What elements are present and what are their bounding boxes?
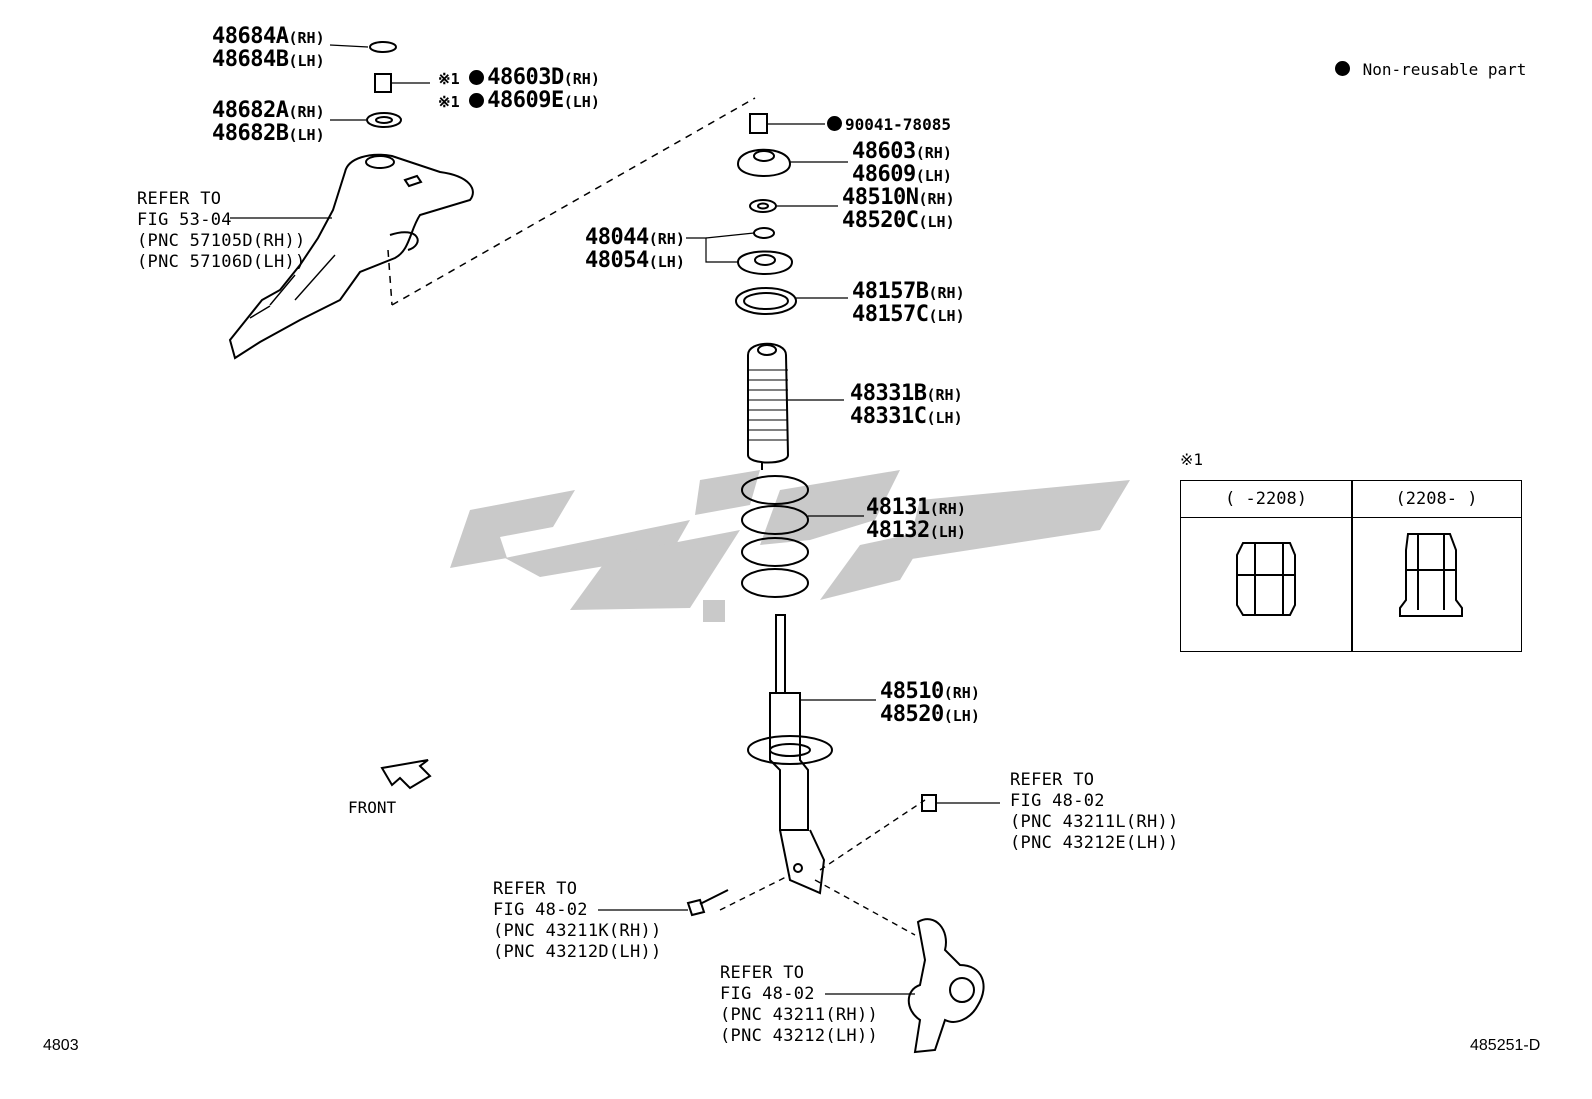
bolt-shape xyxy=(686,889,729,917)
part-label-48684: 48684A(RH) 48684B(LH) xyxy=(212,24,325,73)
dust-cap-shape xyxy=(369,41,397,53)
table-note-mark: ※1 xyxy=(1180,450,1204,469)
nut-variant-table: ( -2208) (2208- ) xyxy=(1180,480,1522,652)
figure-number: 485251-D xyxy=(1470,1037,1541,1054)
bellows-shape xyxy=(747,342,790,464)
ref-note-apron: REFER TO FIG 53-04 (PNC 57105D(RH)) (PNC… xyxy=(137,189,306,272)
insulator-shape xyxy=(735,287,797,315)
piston-rod-shape xyxy=(775,614,786,694)
ref-note-knuckle: REFER TO FIG 48-02 (PNC 43211(RH)) (PNC … xyxy=(720,963,879,1046)
mount-shape xyxy=(736,148,792,177)
non-reusable-dot-icon xyxy=(827,116,842,131)
part-label-90041: 90041-78085 xyxy=(827,116,951,134)
non-reusable-dot-icon xyxy=(1335,61,1350,76)
lock-nut-shape xyxy=(749,113,768,134)
front-label: FRONT xyxy=(348,798,397,817)
nut-icon-old xyxy=(1236,542,1296,616)
legend-non-reusable: Non-reusable part xyxy=(1335,61,1526,79)
non-reusable-dot-icon xyxy=(469,93,485,109)
steering-knuckle-shape xyxy=(907,918,985,1054)
washer-shape xyxy=(749,199,777,213)
ref-note-lower-nut: REFER TO FIG 48-02 (PNC 43211L(RH)) (PNC… xyxy=(1010,770,1179,853)
part-label-48157: 48157B(RH) 48157C(LH) xyxy=(852,279,965,328)
front-arrow-icon xyxy=(380,759,432,790)
nut-ring-shape xyxy=(374,73,392,93)
part-label-48603D: ※1 48603D(RH) ※1 48609E(LH) xyxy=(438,65,600,114)
watermark-logo xyxy=(450,470,1130,622)
part-label-48044: 48044(RH) 48054(LH) xyxy=(585,225,685,274)
non-reusable-dot-icon xyxy=(469,70,485,85)
shock-absorber-shape xyxy=(769,692,809,831)
apron-panel-shape xyxy=(228,153,474,360)
legend-label: Non-reusable part xyxy=(1362,60,1527,79)
table-header-old: ( -2208) xyxy=(1181,481,1351,518)
part-label-48510N: 48510N(RH) 48520C(LH) xyxy=(842,185,955,234)
part-label-48682: 48682A(RH) 48682B(LH) xyxy=(212,98,325,147)
page-code: 4803 xyxy=(43,1037,79,1054)
ref-note-bolt: REFER TO FIG 48-02 (PNC 43211K(RH)) (PNC… xyxy=(493,879,662,962)
spring-seat-shape xyxy=(736,250,794,275)
part-label-48331: 48331B(RH) 48331C(LH) xyxy=(850,381,963,430)
nut-icon-new xyxy=(1399,533,1463,617)
bearing-shape xyxy=(366,112,402,128)
part-label-48131: 48131(RH) 48132(LH) xyxy=(866,495,966,544)
table-header-new: (2208- ) xyxy=(1352,481,1521,518)
part-label-48603: 48603(RH) 48609(LH) xyxy=(852,139,952,188)
coil-spring-shape xyxy=(741,475,809,598)
table-divider xyxy=(1351,481,1353,651)
lower-nut-shape xyxy=(921,794,937,812)
part-label-48510: 48510(RH) 48520(LH) xyxy=(880,679,980,728)
